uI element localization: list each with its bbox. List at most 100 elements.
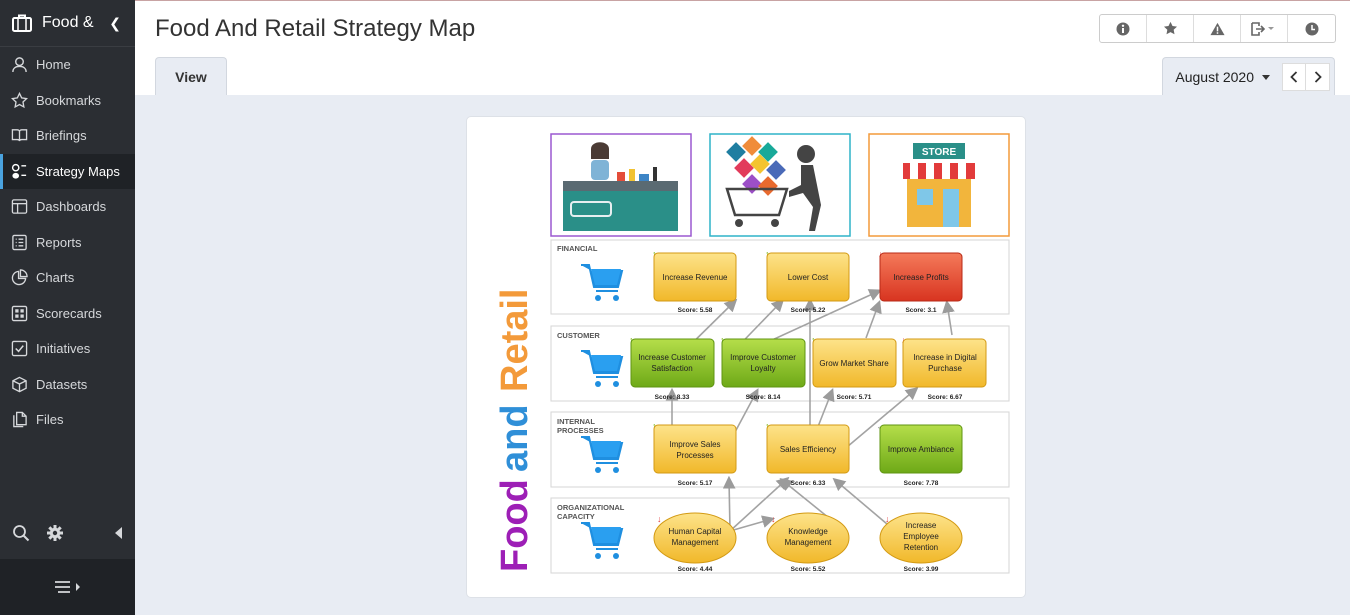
pie-chart-icon [11,269,28,286]
trend-up-icon: ↑ [629,335,634,345]
nav-label: Briefings [36,128,87,144]
objective-improve-sales-processes[interactable]: Improve Sales Processes Score: 5.17 [653,424,737,487]
nav-label: Home [36,57,71,73]
svg-text:Employee: Employee [903,532,939,541]
store-illustration: STORE [868,133,1010,237]
map-vertical-title: Food and Retail [494,289,536,572]
perspective-label: ORGANIZATIONAL [557,503,625,512]
clock-icon [1305,22,1318,35]
trend-down-icon: ↓ [878,249,883,259]
caret-down-icon [1262,74,1270,80]
svg-text:Increase Profits: Increase Profits [893,273,949,282]
status-arrows: ↑ ↑ ↓ ↑ ↑ ↑ ↓ ↑ ↑ ↔ ↓ ↓ ↓ [629,249,906,524]
files-icon [13,412,27,428]
nav-label: Files [36,412,64,428]
perspective-label: PROCESSES [557,426,604,435]
strategy-map: Food and Retail [494,133,1010,574]
cashier-illustration [550,133,692,237]
trend-up-icon: ↑ [765,421,770,431]
svg-text:Increase Revenue: Increase Revenue [663,273,728,282]
objective-increase-customer-satisfaction[interactable]: Increase Customer Satisfaction Score: 8.… [630,338,715,401]
cart-icon [581,264,624,301]
strategy-map-icon [11,163,27,179]
report-icon [12,234,27,250]
nav-label: Strategy Maps [36,163,120,179]
objective-sales-efficiency[interactable]: Sales Efficiency Score: 6.33 [766,424,850,487]
objective-score: Score: 3.99 [904,566,939,573]
export-button[interactable] [1241,15,1288,42]
bookmark-button[interactable] [1147,15,1194,42]
checkbox-icon [11,341,28,357]
nav-item-dashboards[interactable]: Dashboards [0,189,135,225]
objective-grow-market-share[interactable]: Grow Market Share Score: 5.71 [812,338,897,401]
briefcase-icon [12,14,32,32]
nav-item-scorecards[interactable]: Scorecards [0,296,135,332]
page-title: Food And Retail Strategy Map [155,15,476,42]
svg-text:Improve Customer: Improve Customer [730,353,796,362]
app-name[interactable]: Food & F [42,14,98,31]
svg-text:Improve Ambiance: Improve Ambiance [888,445,955,454]
tab-view[interactable]: View [155,57,227,96]
nav-item-datasets[interactable]: Datasets [0,367,135,403]
objective-increase-digital-purchase[interactable]: Increase in Digital Purchase Score: 6.67 [902,338,987,401]
date-label: August 2020 [1175,69,1254,85]
svg-text:Management: Management [672,538,719,547]
alert-button[interactable] [1194,15,1241,42]
collapse-left-icon[interactable] [115,527,123,539]
date-select[interactable]: August 2020 [1163,58,1282,96]
strategy-map-card: Food and Retail [466,116,1026,598]
nav-item-briefings[interactable]: Briefings [0,118,135,154]
svg-text:Human Capital: Human Capital [669,527,722,536]
nav-item-bookmarks[interactable]: Bookmarks [0,83,135,119]
history-button[interactable] [1288,15,1335,42]
objective-score: Score: 6.67 [928,394,963,401]
objective-improve-customer-loyalty[interactable]: Improve Customer Loyalty Score: 8.14 [721,338,806,401]
nav-item-initiatives[interactable]: Initiatives [0,331,135,367]
nav-label: Bookmarks [36,92,102,108]
store-sign: STORE [922,147,957,158]
menu-expand-icon[interactable] [53,579,83,595]
nav-item-home[interactable]: Home [0,47,135,83]
search-icon[interactable] [12,524,30,542]
perspective-label: CAPACITY [557,512,595,521]
trend-down-icon: ↓ [901,335,906,345]
date-navigator: August 2020 [1162,57,1335,96]
book-icon [11,129,28,142]
sidebar-tools [0,517,135,549]
svg-text:Increase: Increase [906,521,937,530]
svg-text:Loyalty: Loyalty [750,364,775,373]
gear-icon[interactable] [46,524,64,542]
collapse-sidebar-icon[interactable]: ❮ [109,14,121,31]
info-button[interactable] [1100,15,1147,42]
nav-item-charts[interactable]: Charts [0,260,135,296]
objective-increase-revenue[interactable]: Increase Revenue Score: 5.58 [653,252,737,314]
objective-increase-employee-retention[interactable]: Increase Employee Retention Score: 3.99 [879,512,963,573]
nav-label: Initiatives [36,341,91,357]
trend-up-icon: ↑ [811,335,816,345]
perspective-label: FINANCIAL [557,244,598,253]
svg-text:Improve Sales: Improve Sales [669,440,720,449]
objective-score: Score: 7.78 [904,480,939,487]
objective-lower-cost[interactable]: Lower Cost Score: 5.22 [766,252,850,314]
star-icon [11,91,28,108]
shopper-illustration [709,133,851,237]
trend-up-icon: ↑ [652,421,657,431]
dashboard-icon [11,199,28,215]
objective-score: Score: 5.17 [678,480,713,487]
objective-score: Score: 4.44 [678,566,713,573]
app-header: Food & F ❮ [0,0,135,47]
trend-up-icon: ↑ [652,249,657,259]
objective-increase-profits[interactable]: Increase Profits Score: 3.1 [879,252,963,314]
next-period-button[interactable] [1306,63,1330,91]
svg-text:Processes: Processes [676,451,713,460]
objective-knowledge-management[interactable]: Knowledge Management Score: 5.52 [766,512,850,573]
objective-improve-ambiance[interactable]: Improve Ambiance Score: 7.78 [879,424,963,487]
title-word-retail: Retail [494,289,536,392]
objective-human-capital-management[interactable]: Human Capital Management Score: 4.44 [653,512,737,573]
warning-icon [1209,22,1225,35]
cube-icon [12,376,27,393]
nav-item-files[interactable]: Files [0,402,135,438]
nav-item-strategy-maps[interactable]: Strategy Maps [0,153,135,189]
nav-item-reports[interactable]: Reports [0,225,135,261]
prev-period-button[interactable] [1282,63,1306,91]
